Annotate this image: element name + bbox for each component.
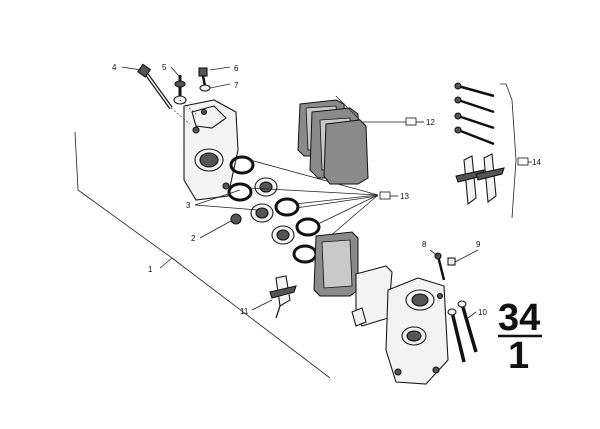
leader-3b	[194, 204, 259, 211]
callout-4: 4	[112, 63, 117, 72]
brake-pads-upper	[297, 99, 369, 185]
callout-7: 7	[234, 81, 239, 90]
leader-9	[454, 249, 479, 263]
bleeder-valve-part	[434, 252, 456, 281]
callout-9: 9	[476, 240, 481, 249]
bolt-6-part	[198, 67, 211, 92]
callout-6: 6	[234, 64, 239, 73]
bolt-part	[137, 63, 173, 110]
callout-5: 5	[162, 63, 167, 72]
leader-11	[251, 299, 273, 311]
callout-11: 11	[240, 307, 249, 316]
retaining-pins-part	[454, 82, 495, 146]
leader-10	[467, 311, 477, 319]
leader-1	[159, 257, 173, 269]
leaders-13	[249, 159, 379, 251]
callout-14-tag	[517, 157, 532, 166]
callout-8: 8	[422, 240, 427, 249]
brake-pads-lower	[313, 231, 393, 327]
leader-3	[194, 189, 241, 206]
caliper-half-part	[183, 99, 239, 201]
bracket-14	[500, 83, 517, 219]
springs-part	[455, 153, 505, 206]
group-number: 34	[498, 297, 540, 339]
piston-seal-set	[227, 155, 321, 264]
callout-13-tag	[379, 191, 398, 200]
shim-part	[269, 275, 297, 319]
callout-12: 12	[426, 118, 435, 127]
callout-1: 1	[148, 265, 153, 274]
leader-7	[209, 83, 231, 89]
leader-6	[209, 66, 231, 71]
callout-3: 3	[186, 201, 191, 210]
bleeder-part	[230, 213, 242, 225]
callout-14: 14	[532, 158, 541, 167]
assembly-bracket-line	[74, 131, 331, 379]
guide-line	[179, 99, 197, 115]
leader-2	[199, 220, 232, 239]
callout-10: 10	[478, 308, 487, 317]
mounting-bolts-part	[447, 300, 478, 363]
guide-line	[170, 107, 191, 125]
callout-13: 13	[400, 192, 409, 201]
sub-number: 1	[508, 335, 529, 377]
leader-8	[429, 249, 439, 257]
callout-2: 2	[191, 234, 196, 243]
leader-5	[170, 66, 180, 77]
caliper-body-part	[385, 277, 449, 385]
callout-12-tag	[405, 117, 424, 126]
leader-4	[121, 66, 142, 71]
small-bolt-part	[173, 75, 187, 105]
